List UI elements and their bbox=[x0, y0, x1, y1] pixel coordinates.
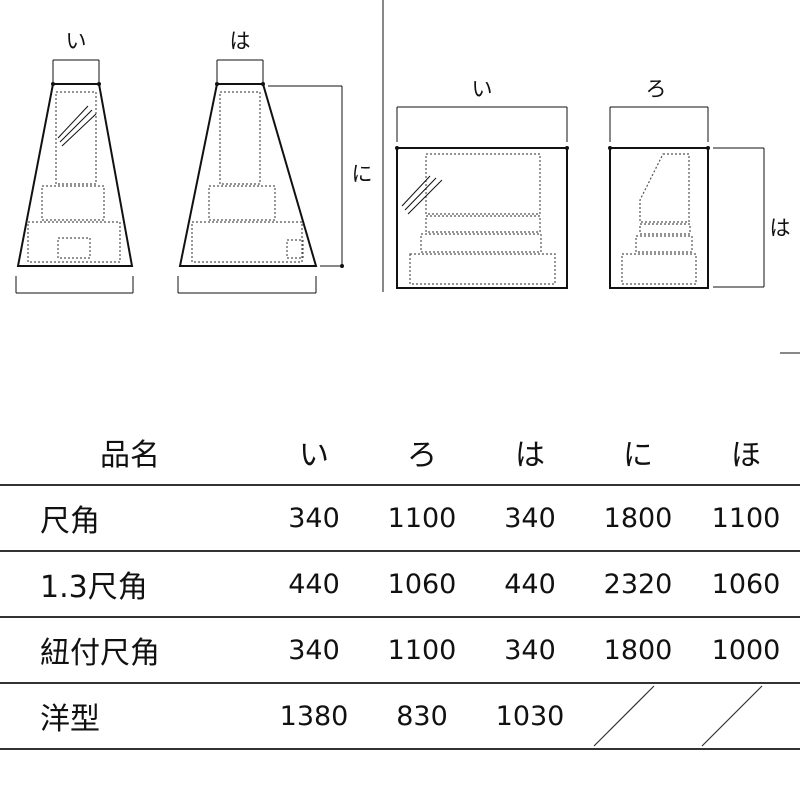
wa-stone-middle bbox=[41, 185, 105, 221]
wa-side-width-label: は bbox=[230, 29, 251, 53]
cell-i: 340 bbox=[288, 634, 340, 666]
corner-dot bbox=[340, 264, 344, 268]
wa-side-stone-middle bbox=[208, 185, 276, 221]
cell-ro: 1100 bbox=[387, 502, 457, 534]
cell-i: 1380 bbox=[279, 700, 349, 732]
corner-dot bbox=[565, 146, 569, 150]
cell-ni-not-applicable bbox=[584, 683, 692, 749]
table-header-row: 品名 い ろ は に ほ bbox=[0, 420, 800, 485]
row-name: 紐付尺角 bbox=[40, 636, 160, 671]
cell-ho: 1000 bbox=[711, 634, 781, 666]
wa-side-stone-base bbox=[191, 221, 303, 263]
cell-ni: 1800 bbox=[603, 634, 673, 666]
cell-ni: 1800 bbox=[603, 502, 673, 534]
cell-ha: 340 bbox=[504, 634, 556, 666]
header-ni: に bbox=[623, 438, 653, 473]
header-ro: ろ bbox=[407, 438, 437, 473]
wa-side-stone-small bbox=[286, 239, 304, 259]
yo-side-stone-mid1 bbox=[639, 223, 691, 235]
corner-dot bbox=[97, 82, 101, 86]
header-ho: ほ bbox=[731, 438, 761, 473]
corner-dot bbox=[706, 146, 710, 150]
glass-hatch bbox=[404, 177, 437, 211]
corner-dot bbox=[215, 82, 219, 86]
yo-front-view: い bbox=[395, 77, 569, 289]
yo-stone-top bbox=[425, 153, 541, 215]
wa-side-silhouette bbox=[178, 83, 318, 267]
cell-ho: 1060 bbox=[711, 568, 781, 600]
spec-table: 品名 い ろ は に ほ 尺角 340 1100 340 1800 1100 1… bbox=[0, 420, 800, 750]
wa-stone-base bbox=[27, 221, 121, 263]
dimension-diagram: い は に bbox=[15, 0, 800, 354]
row-name: 尺角 bbox=[40, 504, 100, 539]
cell-i: 340 bbox=[288, 502, 340, 534]
yo-front-width-label: い bbox=[472, 77, 493, 101]
glass-hatch bbox=[401, 175, 431, 207]
yo-side-stone-mid2 bbox=[635, 235, 693, 253]
glass-hatch bbox=[59, 109, 93, 143]
yo-stone-mid1 bbox=[425, 215, 541, 233]
wa-stone-top bbox=[55, 91, 97, 185]
table-row: 1.3尺角 440 1060 440 2320 1060 bbox=[0, 551, 800, 617]
yo-stone-mid2 bbox=[420, 233, 542, 253]
wa-side-view: は に bbox=[177, 29, 373, 294]
yo-side-width-label: ろ bbox=[646, 77, 667, 101]
row-name: 1.3尺角 bbox=[40, 570, 148, 605]
table-row: 紐付尺角 340 1100 340 1800 1000 bbox=[0, 617, 800, 683]
corner-dot bbox=[608, 146, 612, 150]
glass-hatch bbox=[57, 105, 89, 139]
row-name: 洋型 bbox=[40, 702, 100, 737]
wa-stone-small bbox=[57, 237, 91, 259]
yo-front-silhouette bbox=[396, 147, 568, 289]
wa-height-label: に bbox=[352, 162, 373, 186]
cell-ha: 440 bbox=[504, 568, 556, 600]
yo-side-stone-base bbox=[621, 253, 697, 285]
yo-side-view: ろ は bbox=[608, 77, 791, 289]
cell-ro: 1060 bbox=[387, 568, 457, 600]
corner-dot bbox=[261, 82, 265, 86]
wa-front-silhouette bbox=[16, 83, 134, 267]
header-ha: は bbox=[515, 438, 545, 473]
table-row: 洋型 1380 830 1030 bbox=[0, 683, 800, 749]
corner-dot bbox=[51, 82, 55, 86]
wa-front-width-label: い bbox=[66, 29, 87, 53]
yo-height-label: は bbox=[770, 216, 791, 240]
diagonal-slash-mark bbox=[701, 685, 763, 747]
cell-ni: 2320 bbox=[603, 568, 673, 600]
header-i: い bbox=[299, 438, 329, 473]
cell-ro: 830 bbox=[396, 700, 448, 732]
glass-hatch bbox=[407, 179, 443, 215]
yo-side-stone-top bbox=[639, 153, 690, 223]
header-name: 品名 bbox=[100, 438, 160, 473]
cell-ho: 1100 bbox=[711, 502, 781, 534]
table-row: 尺角 340 1100 340 1800 1100 bbox=[0, 485, 800, 551]
yo-side-silhouette bbox=[609, 147, 709, 289]
cell-ha: 1030 bbox=[495, 700, 565, 732]
cell-ho-not-applicable bbox=[692, 683, 800, 749]
cell-ha: 340 bbox=[504, 502, 556, 534]
diagonal-slash-mark bbox=[593, 685, 655, 747]
wa-front-view: い bbox=[15, 29, 134, 294]
yo-stone-base bbox=[409, 253, 556, 285]
wa-side-stone-top bbox=[219, 91, 261, 185]
cell-i: 440 bbox=[288, 568, 340, 600]
glass-hatch bbox=[61, 113, 97, 147]
corner-dot bbox=[395, 146, 399, 150]
cell-ro: 1100 bbox=[387, 634, 457, 666]
